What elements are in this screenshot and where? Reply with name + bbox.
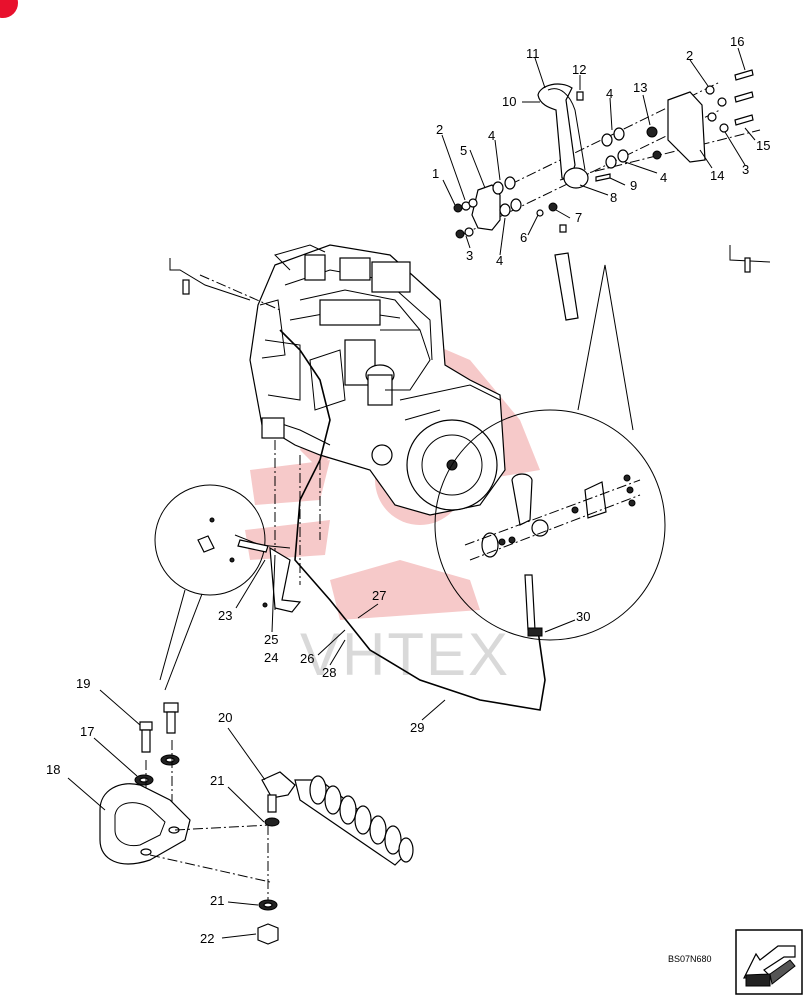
- throttle-linkage-exploded: [453, 69, 761, 321]
- drawing-code: BS07N680: [668, 954, 712, 964]
- part-number-4: 4: [660, 170, 667, 185]
- part-number-28: 28: [322, 665, 336, 680]
- leader-lines: [67, 47, 756, 939]
- part-number-18: 18: [46, 762, 60, 777]
- part-number-2: 2: [686, 48, 693, 63]
- part-number-21: 21: [210, 893, 224, 908]
- part-number-14: 14: [710, 168, 724, 183]
- part-number-23: 23: [218, 608, 232, 623]
- part-number-9: 9: [630, 178, 637, 193]
- part-number-1: 1: [432, 166, 439, 181]
- part-number-10: 10: [502, 94, 516, 109]
- part-number-24: 24: [264, 650, 278, 665]
- part-number-8: 8: [610, 190, 617, 205]
- part-number-17: 17: [80, 724, 94, 739]
- pedal-bracket-exploded: [99, 702, 414, 945]
- part-number-15: 15: [756, 138, 770, 153]
- part-number-4: 4: [488, 128, 495, 143]
- part-number-3: 3: [742, 162, 749, 177]
- part-number-29: 29: [410, 720, 424, 735]
- part-number-7: 7: [575, 210, 582, 225]
- engine-assembly: [249, 244, 506, 516]
- part-number-13: 13: [633, 80, 647, 95]
- part-number-3: 3: [466, 248, 473, 263]
- part-number-16: 16: [730, 34, 744, 49]
- part-number-30: 30: [576, 609, 590, 624]
- part-number-26: 26: [300, 651, 314, 666]
- part-number-11: 11: [526, 46, 540, 61]
- watermark-text: VHTEX: [300, 621, 510, 688]
- part-number-25: 25: [264, 632, 278, 647]
- part-number-21: 21: [210, 773, 224, 788]
- part-number-27: 27: [372, 588, 386, 603]
- part-number-2: 2: [436, 122, 443, 137]
- part-number-4: 4: [606, 86, 613, 101]
- part-number-20: 20: [218, 710, 232, 725]
- part-number-5: 5: [460, 143, 467, 158]
- cable-bellows: [294, 775, 414, 866]
- part-number-labels: 1 2 2 3 3 4 4 4 4 5 6 7 8 9 10 11 12 13 …: [46, 34, 770, 946]
- part-number-19: 19: [76, 676, 90, 691]
- part-number-6: 6: [520, 230, 527, 245]
- linkage-detail-circle: [434, 264, 666, 641]
- part-number-4: 4: [496, 253, 503, 268]
- part-number-12: 12: [572, 62, 586, 77]
- arrow-southwest-icon[interactable]: [735, 929, 803, 995]
- part-number-22: 22: [200, 931, 214, 946]
- red-circle-badge-icon: [0, 0, 18, 18]
- pedal-detail-circle: [154, 484, 302, 691]
